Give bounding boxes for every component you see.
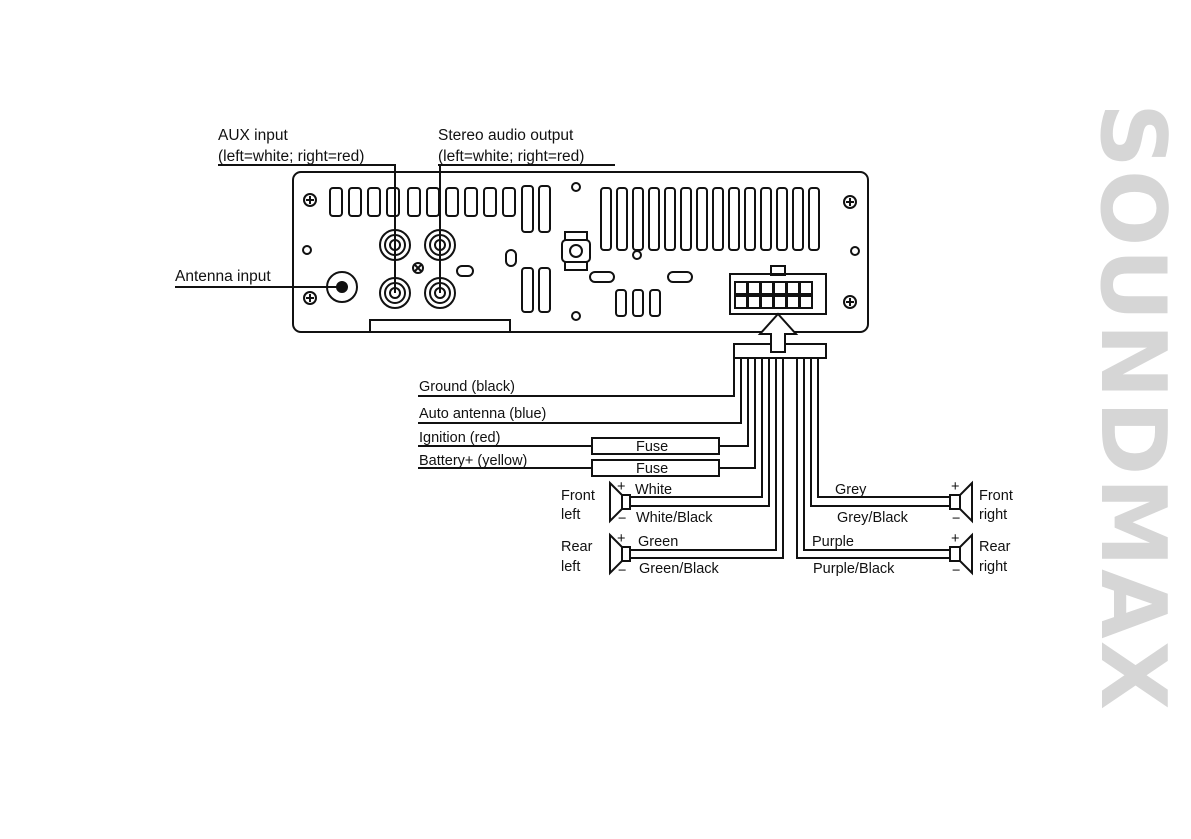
wire-white-black [630, 358, 770, 507]
aux-leader [218, 164, 396, 293]
minus-mark: − [618, 563, 626, 579]
rear-right-label: Rear [979, 539, 1011, 555]
mounting-hole [302, 245, 312, 255]
plus-mark: + [951, 479, 959, 495]
purple-label: Purple [812, 534, 854, 550]
front-left-label-2: left [561, 507, 580, 523]
aux-input-note: (left=white; right=red) [218, 148, 364, 165]
screw-icon [412, 262, 424, 274]
aux-input-label: AUX input [218, 127, 288, 144]
grey-label: Grey [835, 482, 867, 498]
fuse-battery [591, 459, 720, 477]
mounting-hole [850, 246, 860, 256]
fuse-label: Fuse [636, 439, 668, 455]
wire-auto-antenna [418, 358, 742, 424]
fuse-label: Fuse [636, 461, 668, 477]
vent-slots-left [329, 185, 551, 233]
plus-mark: + [951, 531, 959, 547]
ground-bolt-icon [561, 231, 591, 271]
battery-label: Battery+ (yellow) [419, 453, 527, 469]
wire-green [630, 358, 777, 551]
auto-antenna-label: Auto antenna (blue) [419, 406, 546, 422]
speaker-front-right-icon [949, 480, 973, 524]
iso-connector [729, 265, 827, 315]
vent-slots-bottom [456, 249, 693, 317]
stereo-output-note: (left=white; right=red) [438, 148, 584, 165]
wire-purple-black [796, 358, 950, 559]
minus-mark: − [618, 511, 626, 527]
mounting-hole [571, 311, 581, 321]
rear-left-label: Rear [561, 539, 593, 555]
white-label: White [635, 482, 672, 498]
screw-icon [303, 193, 317, 207]
minus-mark: − [952, 563, 960, 579]
white-black-label: White/Black [636, 510, 713, 526]
mounting-hole [632, 250, 642, 260]
plus-mark: + [617, 531, 625, 547]
brand-logo: SOUNDMAX [1080, 103, 1185, 713]
wire-purple [803, 358, 950, 551]
screw-icon [303, 291, 317, 305]
mounting-hole [571, 182, 581, 192]
rear-right-label-2: right [979, 559, 1007, 575]
ground-label: Ground (black) [419, 379, 515, 395]
minus-mark: − [952, 511, 960, 527]
ignition-label: Ignition (red) [419, 430, 500, 446]
grey-black-label: Grey/Black [837, 510, 909, 526]
head-unit-rear-panel [292, 171, 869, 333]
front-left-label: Front [561, 488, 595, 504]
fuse-ignition [591, 437, 720, 455]
wire-ignition-right [719, 358, 749, 447]
front-right-label: Front [979, 488, 1013, 504]
stereo-output-label: Stereo audio output [438, 127, 574, 144]
speaker-rear-right-icon [949, 532, 973, 576]
plus-mark: + [617, 479, 625, 495]
green-black-label: Green/Black [639, 561, 720, 577]
wire-white [630, 358, 763, 498]
wire-green-black [630, 358, 784, 559]
speaker-front-left-icon [609, 480, 631, 524]
bottom-tab [369, 319, 511, 333]
speaker-rear-left-icon [609, 532, 631, 576]
rear-left-label-2: left [561, 559, 580, 575]
wire-ground [418, 358, 735, 397]
front-right-label-2: right [979, 507, 1007, 523]
wire-battery-right [719, 358, 756, 469]
purple-black-label: Purple/Black [813, 561, 895, 577]
wire-grey [817, 358, 950, 498]
vent-slots-right [600, 187, 820, 251]
green-label: Green [638, 534, 678, 550]
arrow-up-icon [757, 312, 799, 353]
screw-icon [843, 295, 857, 309]
antenna-input-label: Antenna input [175, 268, 271, 285]
screw-icon [843, 195, 857, 209]
wire-grey-black [810, 358, 950, 507]
